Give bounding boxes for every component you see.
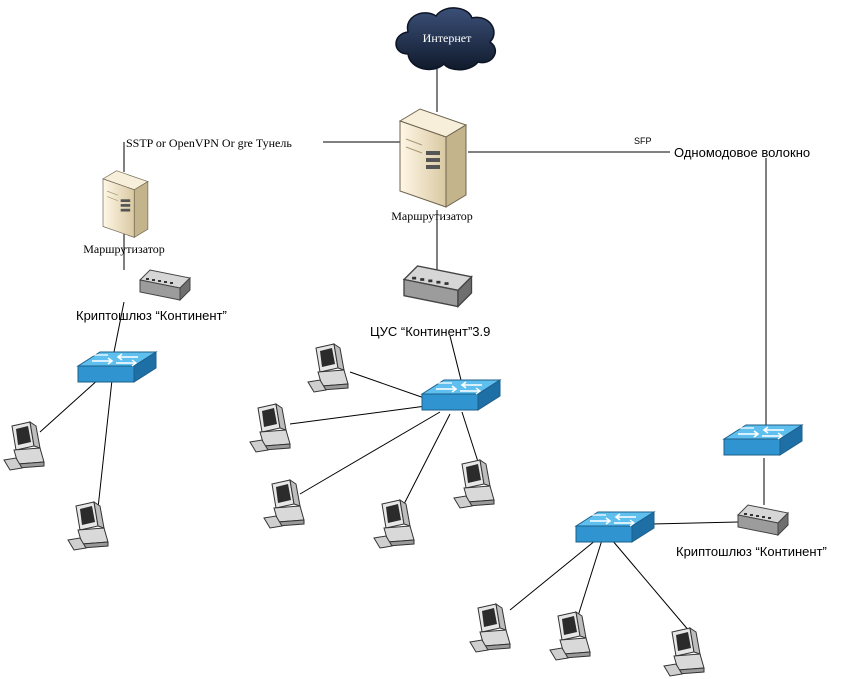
server-icon (102, 170, 149, 238)
hub-icon (737, 504, 789, 536)
link-leftswitch-pc2 (97, 379, 113, 509)
fiber-label: Одномодовое волокно (674, 145, 810, 160)
link-gwleft-switch (113, 301, 125, 353)
computer-icon (469, 603, 511, 653)
link-center-pc5 (461, 411, 481, 469)
router-main-label: Маршрутизатор (391, 209, 473, 223)
computer-icon (249, 403, 291, 453)
computer-icon (373, 499, 415, 549)
link-bottom-pc3 (611, 539, 691, 633)
connection-lines (39, 68, 767, 633)
tunnel-label: SSTP or OpenVPN Or gre Тунель (126, 136, 292, 150)
computer-icon (307, 343, 349, 393)
link-bottom-pc2 (577, 539, 603, 617)
link-center-pc1 (349, 371, 431, 401)
cus-label: ЦУС “Континент”3.9 (370, 324, 490, 339)
switch-icon (575, 511, 655, 543)
link-center-pc4 (401, 413, 451, 509)
link-leftswitch-pc1 (39, 377, 101, 433)
hub-icon (403, 265, 473, 308)
computer-icon (3, 421, 45, 471)
hub-icon (139, 269, 191, 301)
link-center-pc2 (289, 405, 427, 425)
switch-icon (723, 424, 803, 456)
link-gw-bottomswitch (651, 521, 739, 525)
internet-label: Интернет (423, 31, 472, 45)
computer-icon (453, 459, 495, 509)
computer-icon (263, 479, 305, 529)
computer-icon (549, 611, 591, 661)
link-bottom-pc1 (509, 539, 597, 611)
computer-icon (67, 501, 109, 551)
server-icon (399, 108, 467, 208)
cloud-icon (395, 7, 496, 71)
switch-icon (421, 379, 501, 411)
crypto-right-label: Криптошлюз “Континент” (676, 544, 827, 559)
sfp-label: SFP (634, 136, 652, 146)
computer-icon (663, 627, 705, 677)
router-branch-label: Маршрутизатор (83, 242, 165, 256)
link-cus-switch (449, 335, 462, 381)
link-center-pc3 (299, 411, 441, 495)
switch-icon (77, 351, 157, 383)
crypto-left-label: Криптошлюз “Континент” (76, 308, 227, 323)
